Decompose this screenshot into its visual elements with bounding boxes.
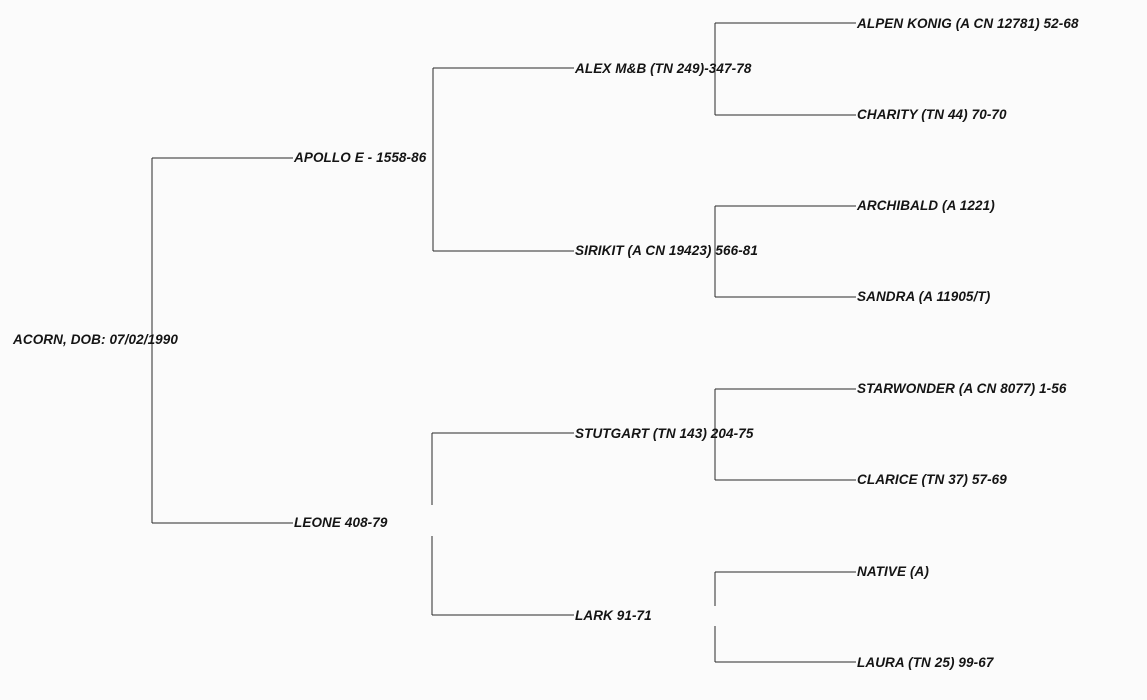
connector-stutgart <box>714 388 856 481</box>
great-grandparent-label-5: STARWONDER (A CN 8077) 1-56 <box>857 381 1067 396</box>
subject-label: ACORN, DOB: 07/02/1990 <box>13 332 179 347</box>
great-grandparent-label-3: ARCHIBALD (A 1221) <box>857 198 995 213</box>
great-grandparent-label-8: LAURA (TN 25) 99-67 <box>857 655 994 670</box>
connector-lark <box>714 571 856 663</box>
paternal-grandsire-label: ALEX M&B (TN 249)-347-78 <box>575 61 752 76</box>
great-grandparent-label-4: SANDRA (A 11905/T) <box>857 289 991 304</box>
dam-label: LEONE 408-79 <box>294 515 388 530</box>
connector-sirikit <box>714 205 856 298</box>
great-grandparent-label-2: CHARITY (TN 44) 70-70 <box>857 107 1007 122</box>
great-grandparent-label-1: ALPEN KONIG (A CN 12781) 52-68 <box>857 16 1079 31</box>
great-grandparent-label-7: NATIVE (A) <box>857 564 929 579</box>
connector-root <box>151 157 293 524</box>
connector-alex <box>714 22 856 116</box>
connector-leone <box>431 432 574 616</box>
connector-apollo <box>432 67 574 252</box>
maternal-grandsire-label: STUTGART (TN 143) 204-75 <box>575 426 754 441</box>
maternal-granddam-label: LARK 91-71 <box>575 608 652 623</box>
sire-label: APOLLO E - 1558-86 <box>294 150 427 165</box>
paternal-granddam-label: SIRIKIT (A CN 19423) 566-81 <box>575 243 759 258</box>
great-grandparent-label-6: CLARICE (TN 37) 57-69 <box>857 472 1007 487</box>
